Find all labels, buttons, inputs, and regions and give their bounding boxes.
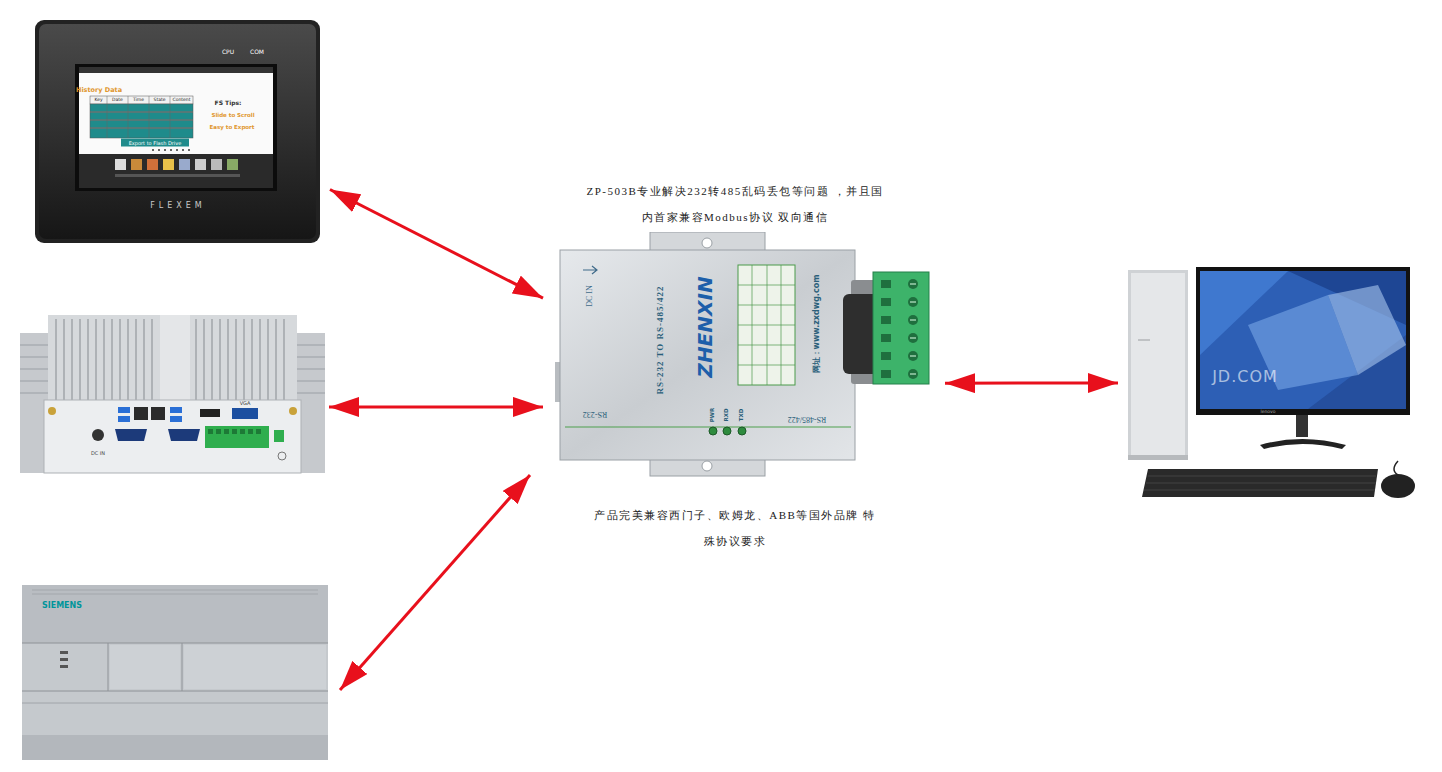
caption-text: ZP-503B专业解决232转485乱码丢包等问题 ，并且国内首家兼容Modbu… (583, 178, 888, 230)
device-text: Date (112, 98, 123, 103)
device-text: RS-485/422 (788, 415, 827, 423)
device-text: DC IN (586, 285, 594, 307)
device-text: FLEXEM (150, 202, 206, 210)
device-text: CPU (222, 49, 234, 55)
device-text: RS-232 (583, 410, 607, 418)
monitor (1196, 267, 1410, 449)
device-text: RXD (724, 408, 730, 421)
device-text: State (154, 98, 166, 103)
device-text: FS Tips: (215, 100, 242, 106)
device-text: SIEMENS (42, 602, 82, 610)
hmi-dots (152, 149, 190, 151)
plc-body (22, 585, 328, 760)
device-node: VGA DC IN (20, 315, 325, 475)
device-text: COM (250, 49, 264, 55)
device-text: RS-232 TO RS-485/422 (656, 285, 665, 394)
watermark: JD.COM (1185, 368, 1305, 386)
hmi-icon-bar (79, 154, 273, 188)
device-text: Export to Flash Drive (129, 140, 182, 145)
plc-illustration (22, 585, 328, 760)
device-text: Key (94, 98, 102, 103)
device-text: 网址：www.zxdwg.com (813, 275, 821, 374)
hmi-table (90, 96, 193, 147)
device-node: CPU COM History DataKey Date Time State Conten… (35, 20, 320, 243)
connector-arrow (340, 475, 530, 690)
connector-arrow (330, 189, 543, 298)
hmi-body (35, 20, 320, 243)
device-text: Slide to Scroll (211, 113, 254, 119)
device-text: Time (133, 98, 144, 103)
connector-arrow (945, 381, 1118, 384)
device-text: TXD (739, 409, 745, 422)
device-text: Content (173, 98, 191, 103)
device-text: Easy to Export (210, 125, 255, 131)
converter-illustration (555, 232, 940, 477)
ipc-illustration (20, 315, 325, 475)
leds (709, 427, 746, 435)
device-text: PWR (710, 408, 716, 422)
converter-body (555, 232, 855, 476)
terminal-block (843, 272, 929, 384)
device-text: VGA (240, 401, 251, 406)
pin-table (738, 265, 795, 385)
device-node: SIEMENS (22, 585, 328, 760)
tower (1128, 270, 1188, 460)
connector-arrow (329, 405, 543, 408)
keyboard-mouse (1142, 461, 1415, 498)
device-text: lenovo (1260, 410, 1275, 415)
ipc-body (20, 315, 325, 473)
device-text: History Data (76, 87, 122, 94)
device-text: ZHENXIN (695, 276, 715, 377)
ipc-ports (48, 407, 297, 460)
device-text: DC IN (91, 451, 105, 456)
caption-text: 产品完美兼容西门子、欧姆龙、ABB等国外品牌 特殊协议要求 (593, 502, 878, 554)
device-node: DC IN ZHENXIN RS-232 TO RS-485/422 网址：www.z… (555, 232, 940, 477)
